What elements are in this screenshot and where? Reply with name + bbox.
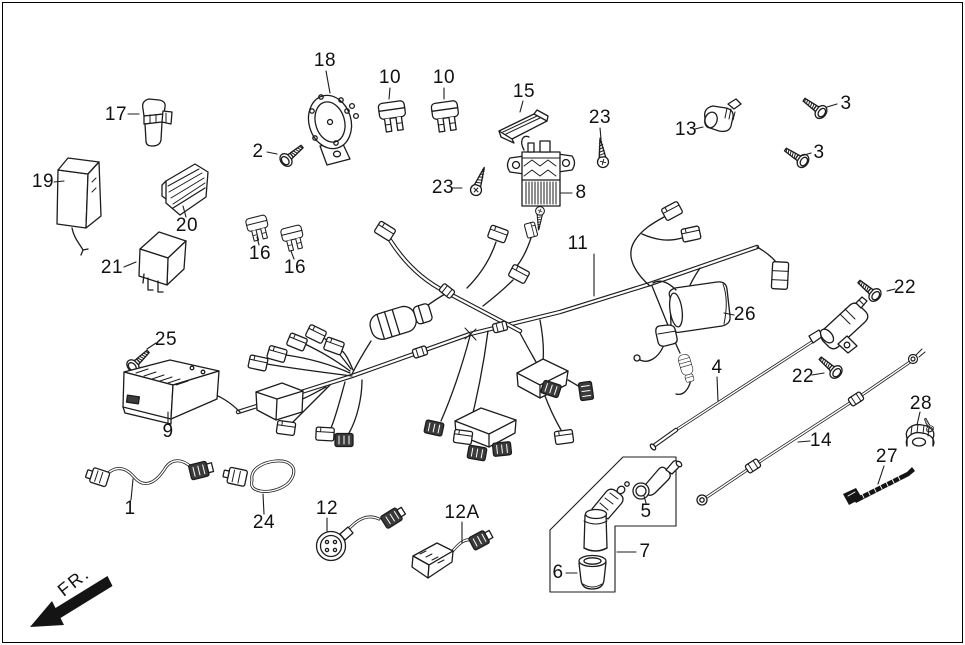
part-10-fuse-b — [430, 99, 462, 134]
part-label-21: 21 — [100, 257, 124, 278]
part-label-1: 1 — [124, 498, 136, 519]
part-label-25: 25 — [154, 329, 178, 350]
part-label-18: 18 — [313, 50, 337, 71]
part-label-23-a: 23 — [431, 177, 455, 198]
part-label-22-a: 22 — [893, 277, 917, 298]
part-13-bulb-socket — [704, 98, 742, 133]
fr-direction-arrow — [30, 576, 113, 627]
part-label-11: 11 — [567, 233, 589, 254]
part-label-7: 7 — [639, 541, 651, 562]
part-16-fuse-b — [279, 223, 307, 253]
part-label-16-b: 16 — [283, 257, 307, 278]
part-9-fuse-box — [122, 359, 220, 425]
part-5-suppressor — [632, 460, 683, 500]
part-14-cable — [696, 348, 926, 506]
part-23-screw-a — [468, 164, 491, 198]
part-label-8: 8 — [575, 182, 587, 203]
part-label-23-b: 23 — [588, 107, 612, 128]
part-10-fuse-a — [377, 99, 409, 134]
part-label-17: 17 — [104, 104, 128, 125]
part-28-clamp — [905, 416, 936, 447]
part-label-20: 20 — [175, 215, 199, 236]
part-label-26: 26 — [733, 304, 757, 325]
part-label-12: 12 — [315, 498, 339, 519]
part-label-19: 19 — [31, 171, 55, 192]
part-label-12A: 12A — [444, 502, 480, 523]
part-23-screw-b — [593, 136, 610, 169]
part-27-cable-tie — [843, 467, 915, 505]
part-label-27: 27 — [875, 446, 899, 467]
part-label-6: 6 — [552, 562, 564, 583]
leader-lines — [53, 70, 921, 574]
part-label-10-b: 10 — [432, 67, 456, 88]
part-17-relay-connector — [141, 98, 173, 147]
part-label-14: 14 — [809, 430, 833, 451]
part-15-fuse-clip — [498, 109, 549, 144]
part-label-16-a: 16 — [248, 243, 272, 264]
part-26-ignition-coil — [633, 280, 731, 362]
part-3-bolt-a — [799, 93, 830, 122]
part-label-9: 9 — [162, 421, 174, 442]
part-label-5: 5 — [640, 501, 652, 522]
part-label-15: 15 — [512, 81, 536, 102]
part-21-relay — [138, 231, 187, 293]
part-label-24: 24 — [252, 512, 276, 533]
part-6-plug-cap-rubber — [578, 554, 607, 590]
part-4-cable-assembly — [649, 296, 869, 451]
part-7-spark-plug-cap — [583, 481, 630, 552]
part-3-bolt-b — [780, 143, 812, 171]
part-19-control-unit — [56, 157, 102, 256]
part-label-3-b: 3 — [813, 142, 825, 163]
part-2-bolt — [276, 140, 308, 170]
part-22-bolt-b — [814, 352, 846, 382]
part-12-sub-cord — [315, 506, 407, 562]
part-16-fuse-a — [244, 213, 272, 243]
part-label-28: 28 — [909, 393, 933, 414]
part-8-resistor-unit — [506, 135, 576, 231]
part-label-22-b: 22 — [791, 366, 815, 387]
part-label-10-a: 10 — [378, 67, 402, 88]
part-1-sub-wire — [85, 459, 215, 488]
part-20-rectifier — [161, 163, 209, 216]
part-label-3-a: 3 — [840, 93, 852, 114]
part-12a-sub-cord — [411, 529, 494, 579]
part-18-horn — [307, 94, 360, 166]
part-11-wire-harness — [183, 200, 790, 462]
part-label-13: 13 — [674, 119, 698, 140]
part-label-2: 2 — [252, 141, 264, 162]
part-label-4: 4 — [711, 357, 723, 378]
part-24-band-clip — [222, 459, 296, 493]
